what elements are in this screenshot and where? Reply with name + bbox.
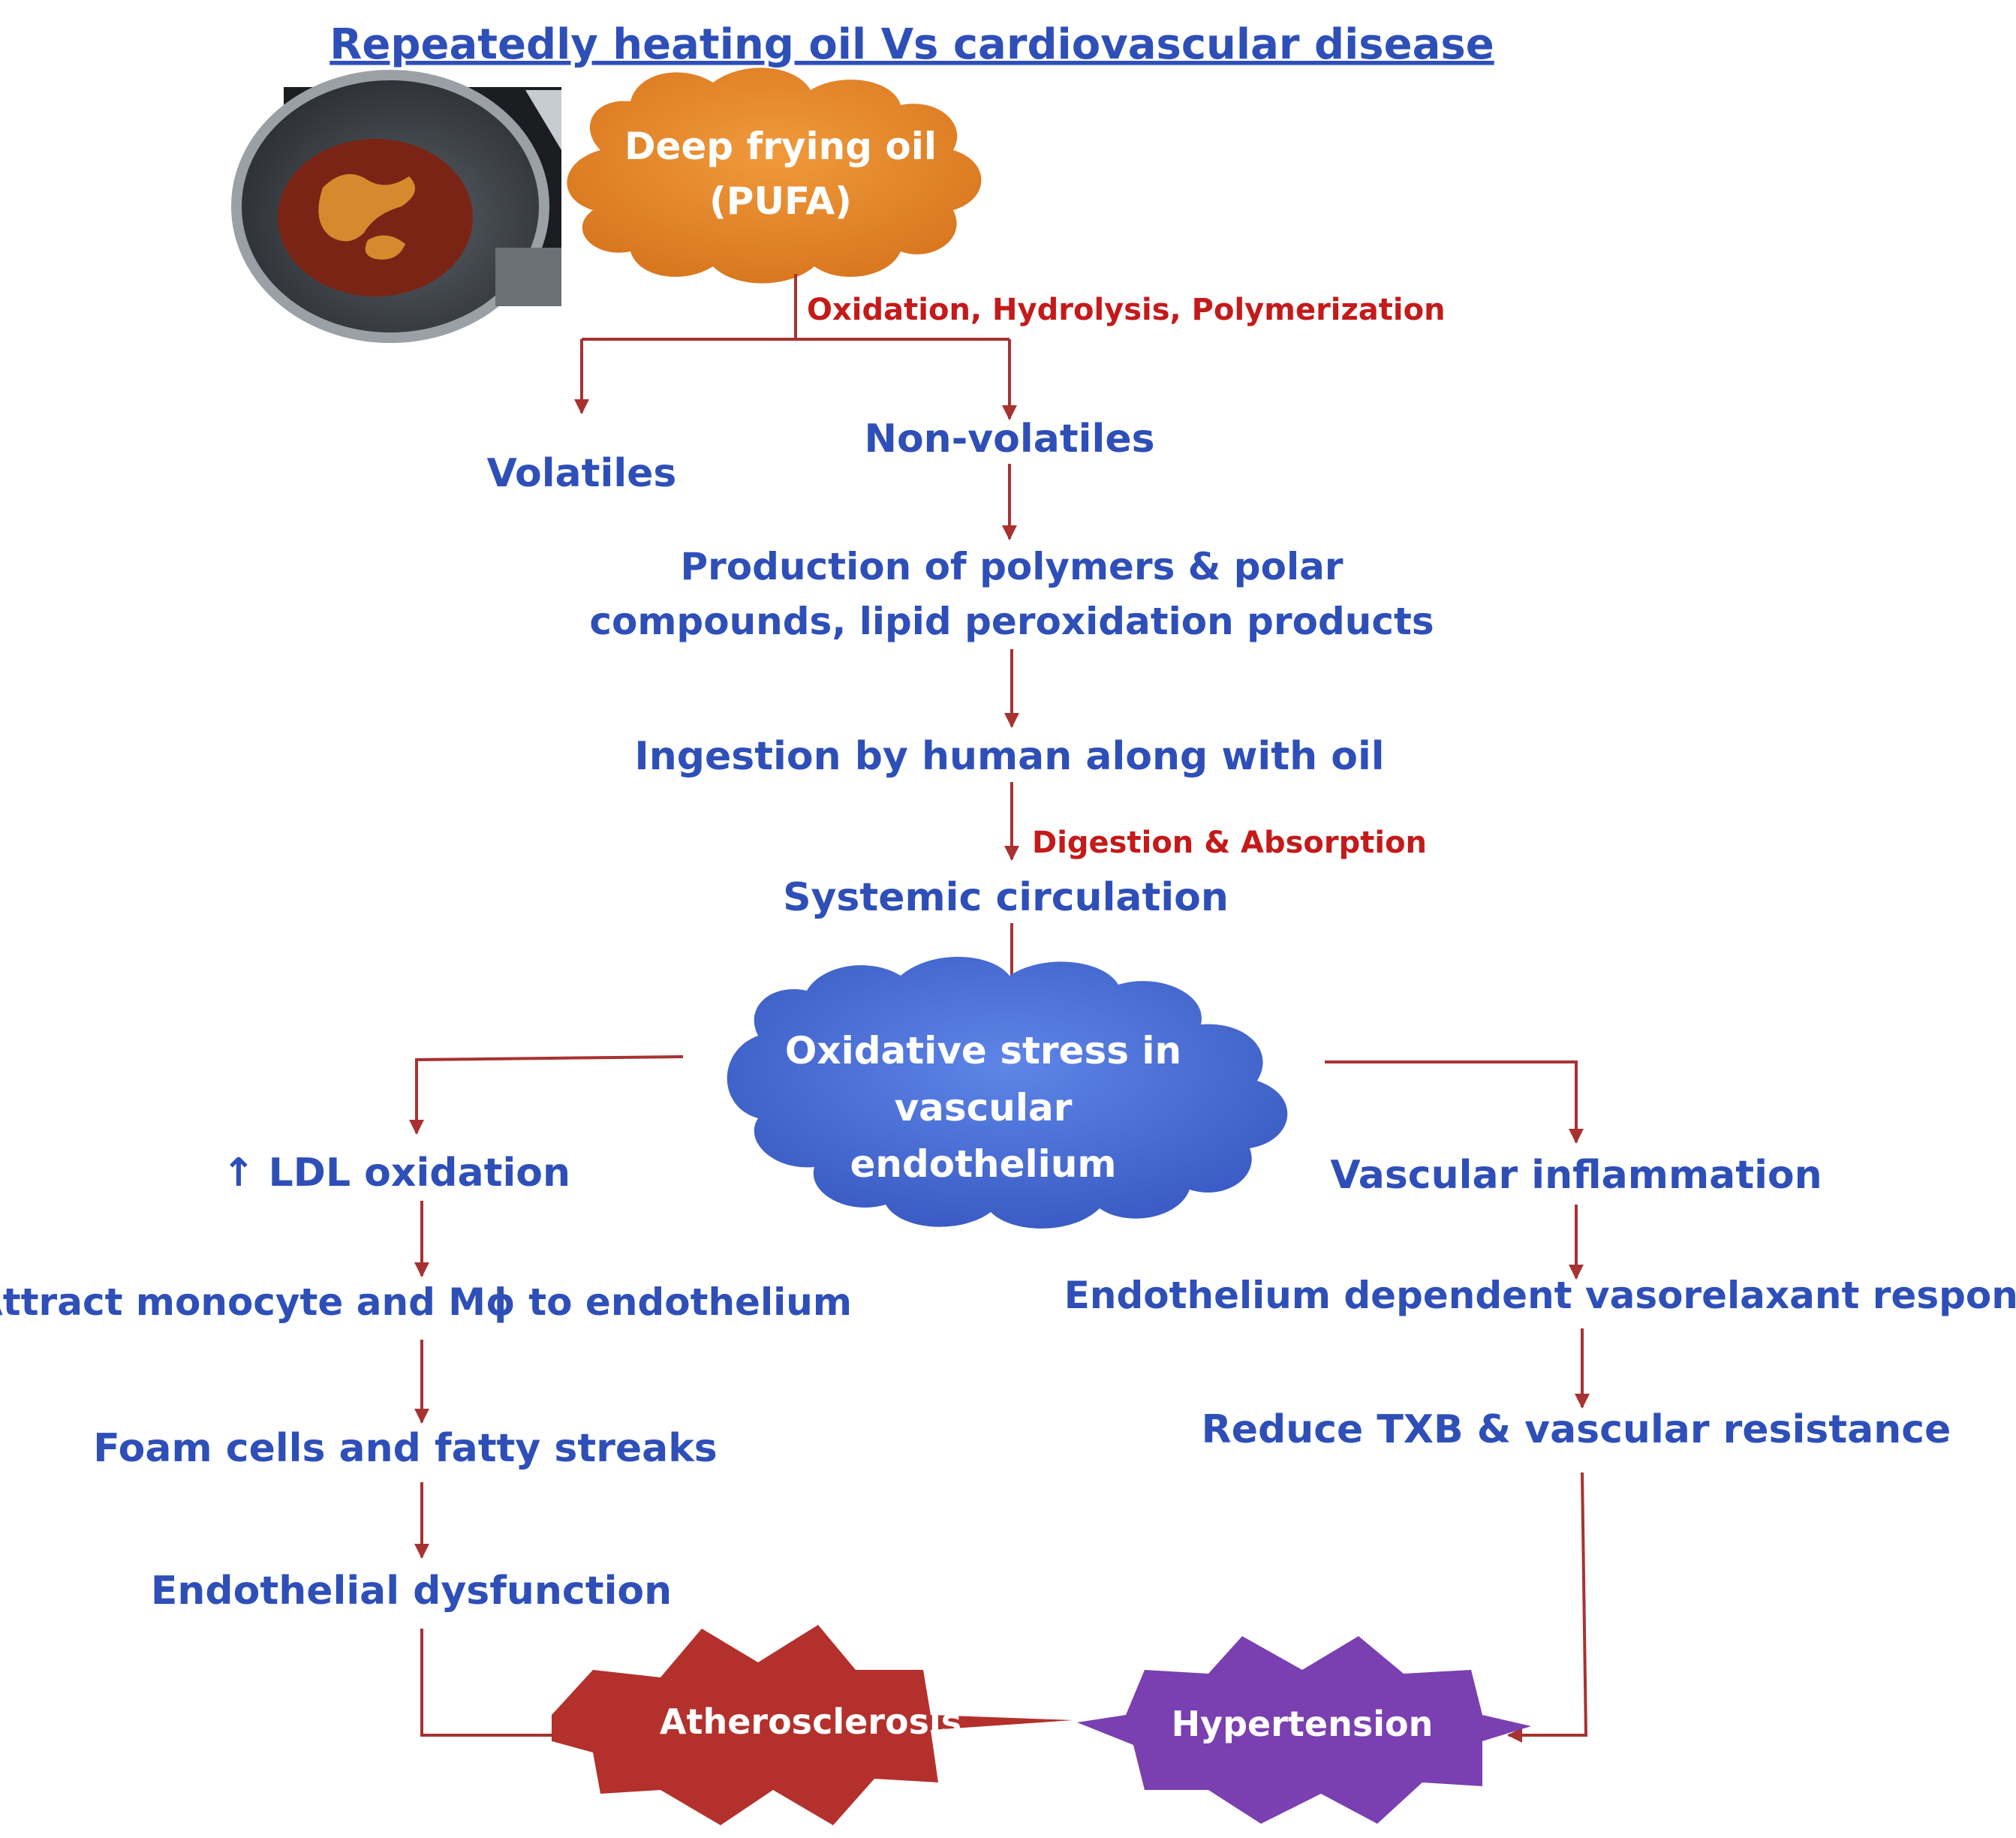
oxidative-stress-line2: vascular xyxy=(895,1086,1073,1130)
process-digestion-label: Digestion & Absorption xyxy=(1032,826,1427,860)
oxidative-stress-line1: Oxidative stress in xyxy=(785,1029,1181,1072)
hypertension-burst: Hypertension xyxy=(1077,1636,1531,1824)
node-production-line1: Production of polymers & polar xyxy=(681,545,1343,588)
deep-frying-oil-cloud: Deep frying oil (PUFA) xyxy=(567,68,982,284)
node-ldl-oxidation: ↑ LDL oxidation xyxy=(222,1151,570,1196)
atherosclerosis-label: Atherosclerosis xyxy=(660,1701,961,1742)
node-attract-monocyte: Attract monocyte and Mϕ to endothelium xyxy=(0,1280,852,1324)
node-ingestion: Ingestion by human along with oil xyxy=(634,734,1384,779)
diagram-title: Repeatedly heating oil Vs cardiovascular… xyxy=(329,20,1494,69)
connectors xyxy=(409,274,1590,1743)
node-vascular-inflammation: Vascular inflammation xyxy=(1330,1153,1822,1198)
node-non-volatiles: Non-volatiles xyxy=(864,417,1154,462)
deep-frying-oil-line2: (PUFA) xyxy=(709,179,852,223)
node-endothelial-dysfunction: Endothelial dysfunction xyxy=(151,1569,672,1614)
node-volatiles: Volatiles xyxy=(487,451,677,496)
node-foam-cells: Foam cells and fatty streaks xyxy=(93,1426,718,1471)
oxidative-stress-cloud: Oxidative stress in vascular endothelium xyxy=(727,956,1288,1229)
atherosclerosis-burst: Atherosclerosis xyxy=(552,1625,1073,1825)
process-oxidation-label: Oxidation, Hydrolysis, Polymerization xyxy=(807,293,1446,327)
hypertension-label: Hypertension xyxy=(1172,1704,1434,1744)
node-reduce-txb: Reduce TXB & vascular resistance xyxy=(1202,1407,1951,1452)
frying-pan-photo xyxy=(231,70,561,343)
node-endothelium-dependent: Endothelium dependent vasorelaxant respo… xyxy=(1064,1274,2016,1317)
deep-frying-oil-line1: Deep frying oil xyxy=(624,125,937,168)
node-production-line2: compounds, lipid peroxidation products xyxy=(589,600,1434,643)
oxidative-stress-line3: endothelium xyxy=(850,1142,1116,1186)
node-systemic-circulation: Systemic circulation xyxy=(783,875,1229,920)
